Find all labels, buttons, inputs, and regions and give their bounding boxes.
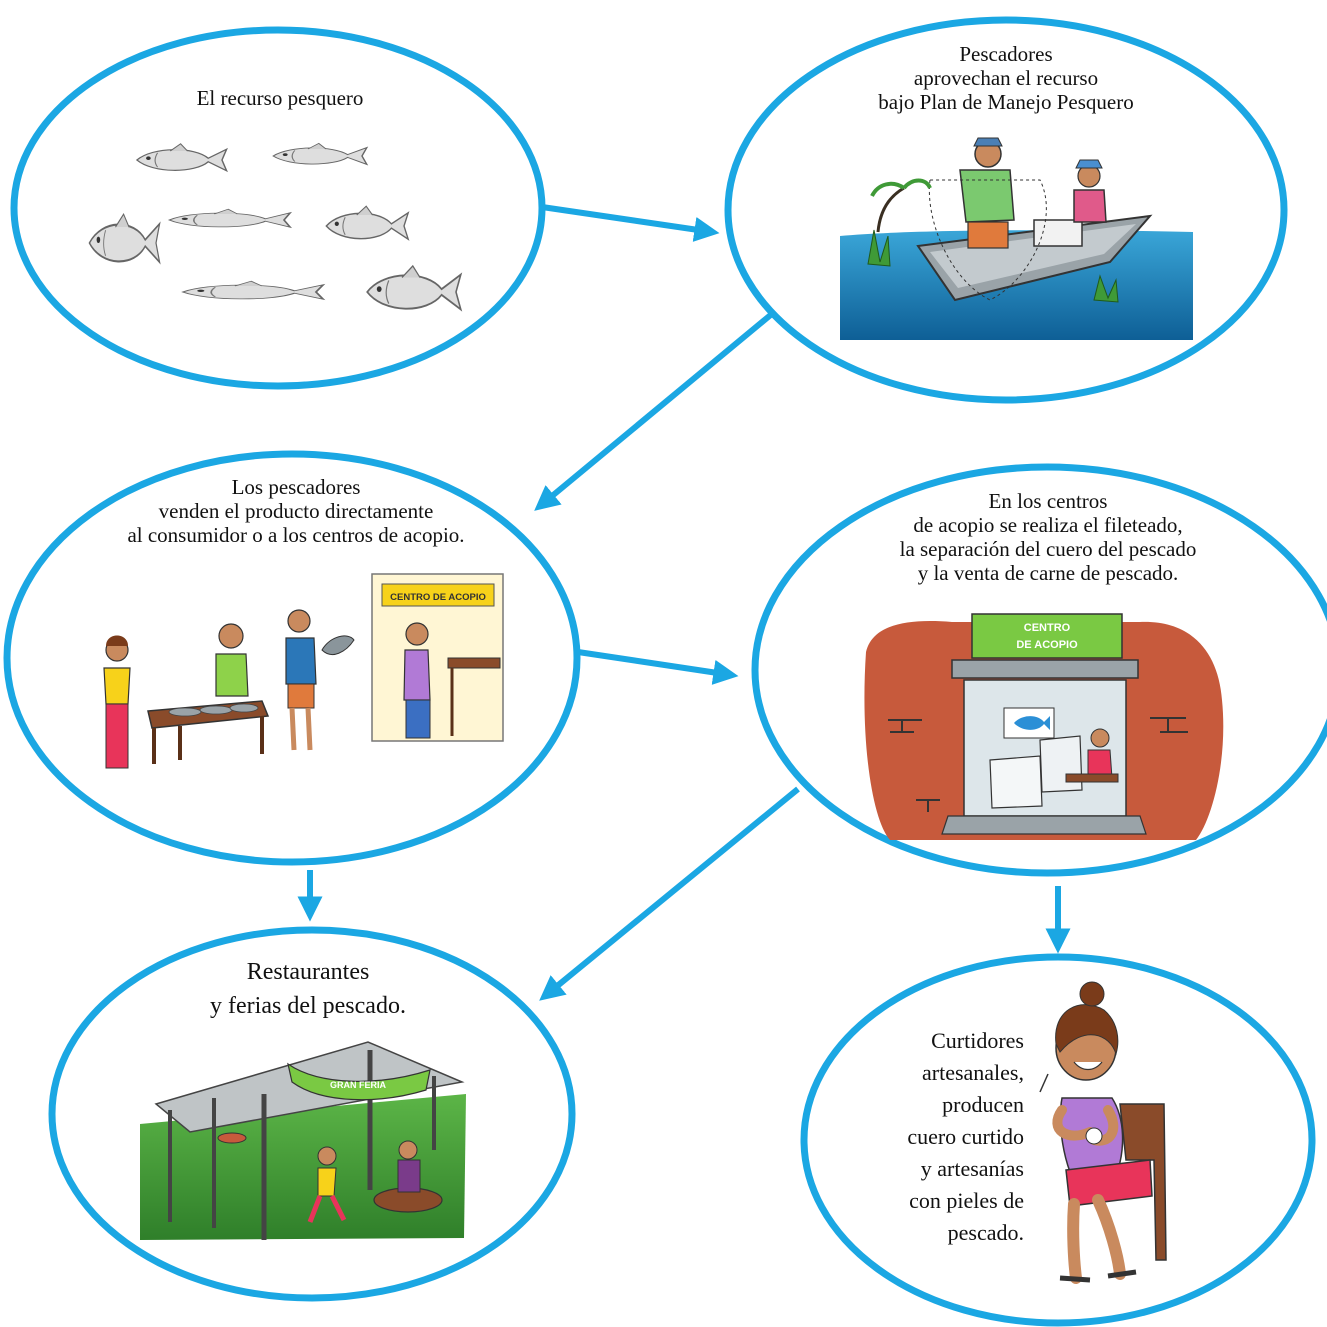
node-curtidores-label: Curtidores artesanales, producen cuero c… <box>907 1028 1024 1245</box>
fish-species-icon <box>88 142 462 311</box>
fishermen-boat-icon <box>840 137 1193 340</box>
collection-center-icon: CENTRO DE ACOPIO <box>864 613 1224 840</box>
node-acopio-ellipse <box>751 463 1327 877</box>
arrow-pescadores-to-venta <box>534 310 775 511</box>
arrow-recurso-to-pescadores <box>541 204 720 242</box>
edges <box>297 204 1071 1001</box>
node-restaurantes-label: Restaurantes y ferias del pescado. <box>210 959 406 1019</box>
acopio-sign-text: CENTRO DE ACOPIO <box>390 592 486 603</box>
fair-banner-text: GRAN FERIA <box>330 1080 387 1090</box>
node-pescadores-ellipse <box>724 16 1288 404</box>
arrow-venta-to-acopio <box>577 649 739 685</box>
node-pescadores-label: Pescadores aprovechan el recurso bajo Pl… <box>878 42 1134 114</box>
market-scene-icon: CENTRO DE ACOPIO <box>103 573 504 769</box>
acopio-sign-line2: DE ACOPIO <box>1016 639 1078 651</box>
acopio-sign-line1: CENTRO <box>1024 622 1071 634</box>
node-venta-ellipse <box>3 450 581 866</box>
node-curtidores-ellipse <box>800 953 1316 1327</box>
node-acopio-label: En los centros de acopio se realiza el f… <box>899 489 1197 585</box>
node-venta-label: Los pescadores venden el producto direct… <box>127 475 465 547</box>
arrow-acopio-to-restaurantes <box>539 786 800 1001</box>
fish-fair-icon: GRAN FERIA <box>140 1041 466 1240</box>
tanner-woman-icon <box>1039 981 1167 1284</box>
node-recurso-label: El recurso pesquero <box>196 86 364 110</box>
node-restaurantes-ellipse <box>48 926 576 1302</box>
node-recurso-ellipse <box>10 26 546 390</box>
